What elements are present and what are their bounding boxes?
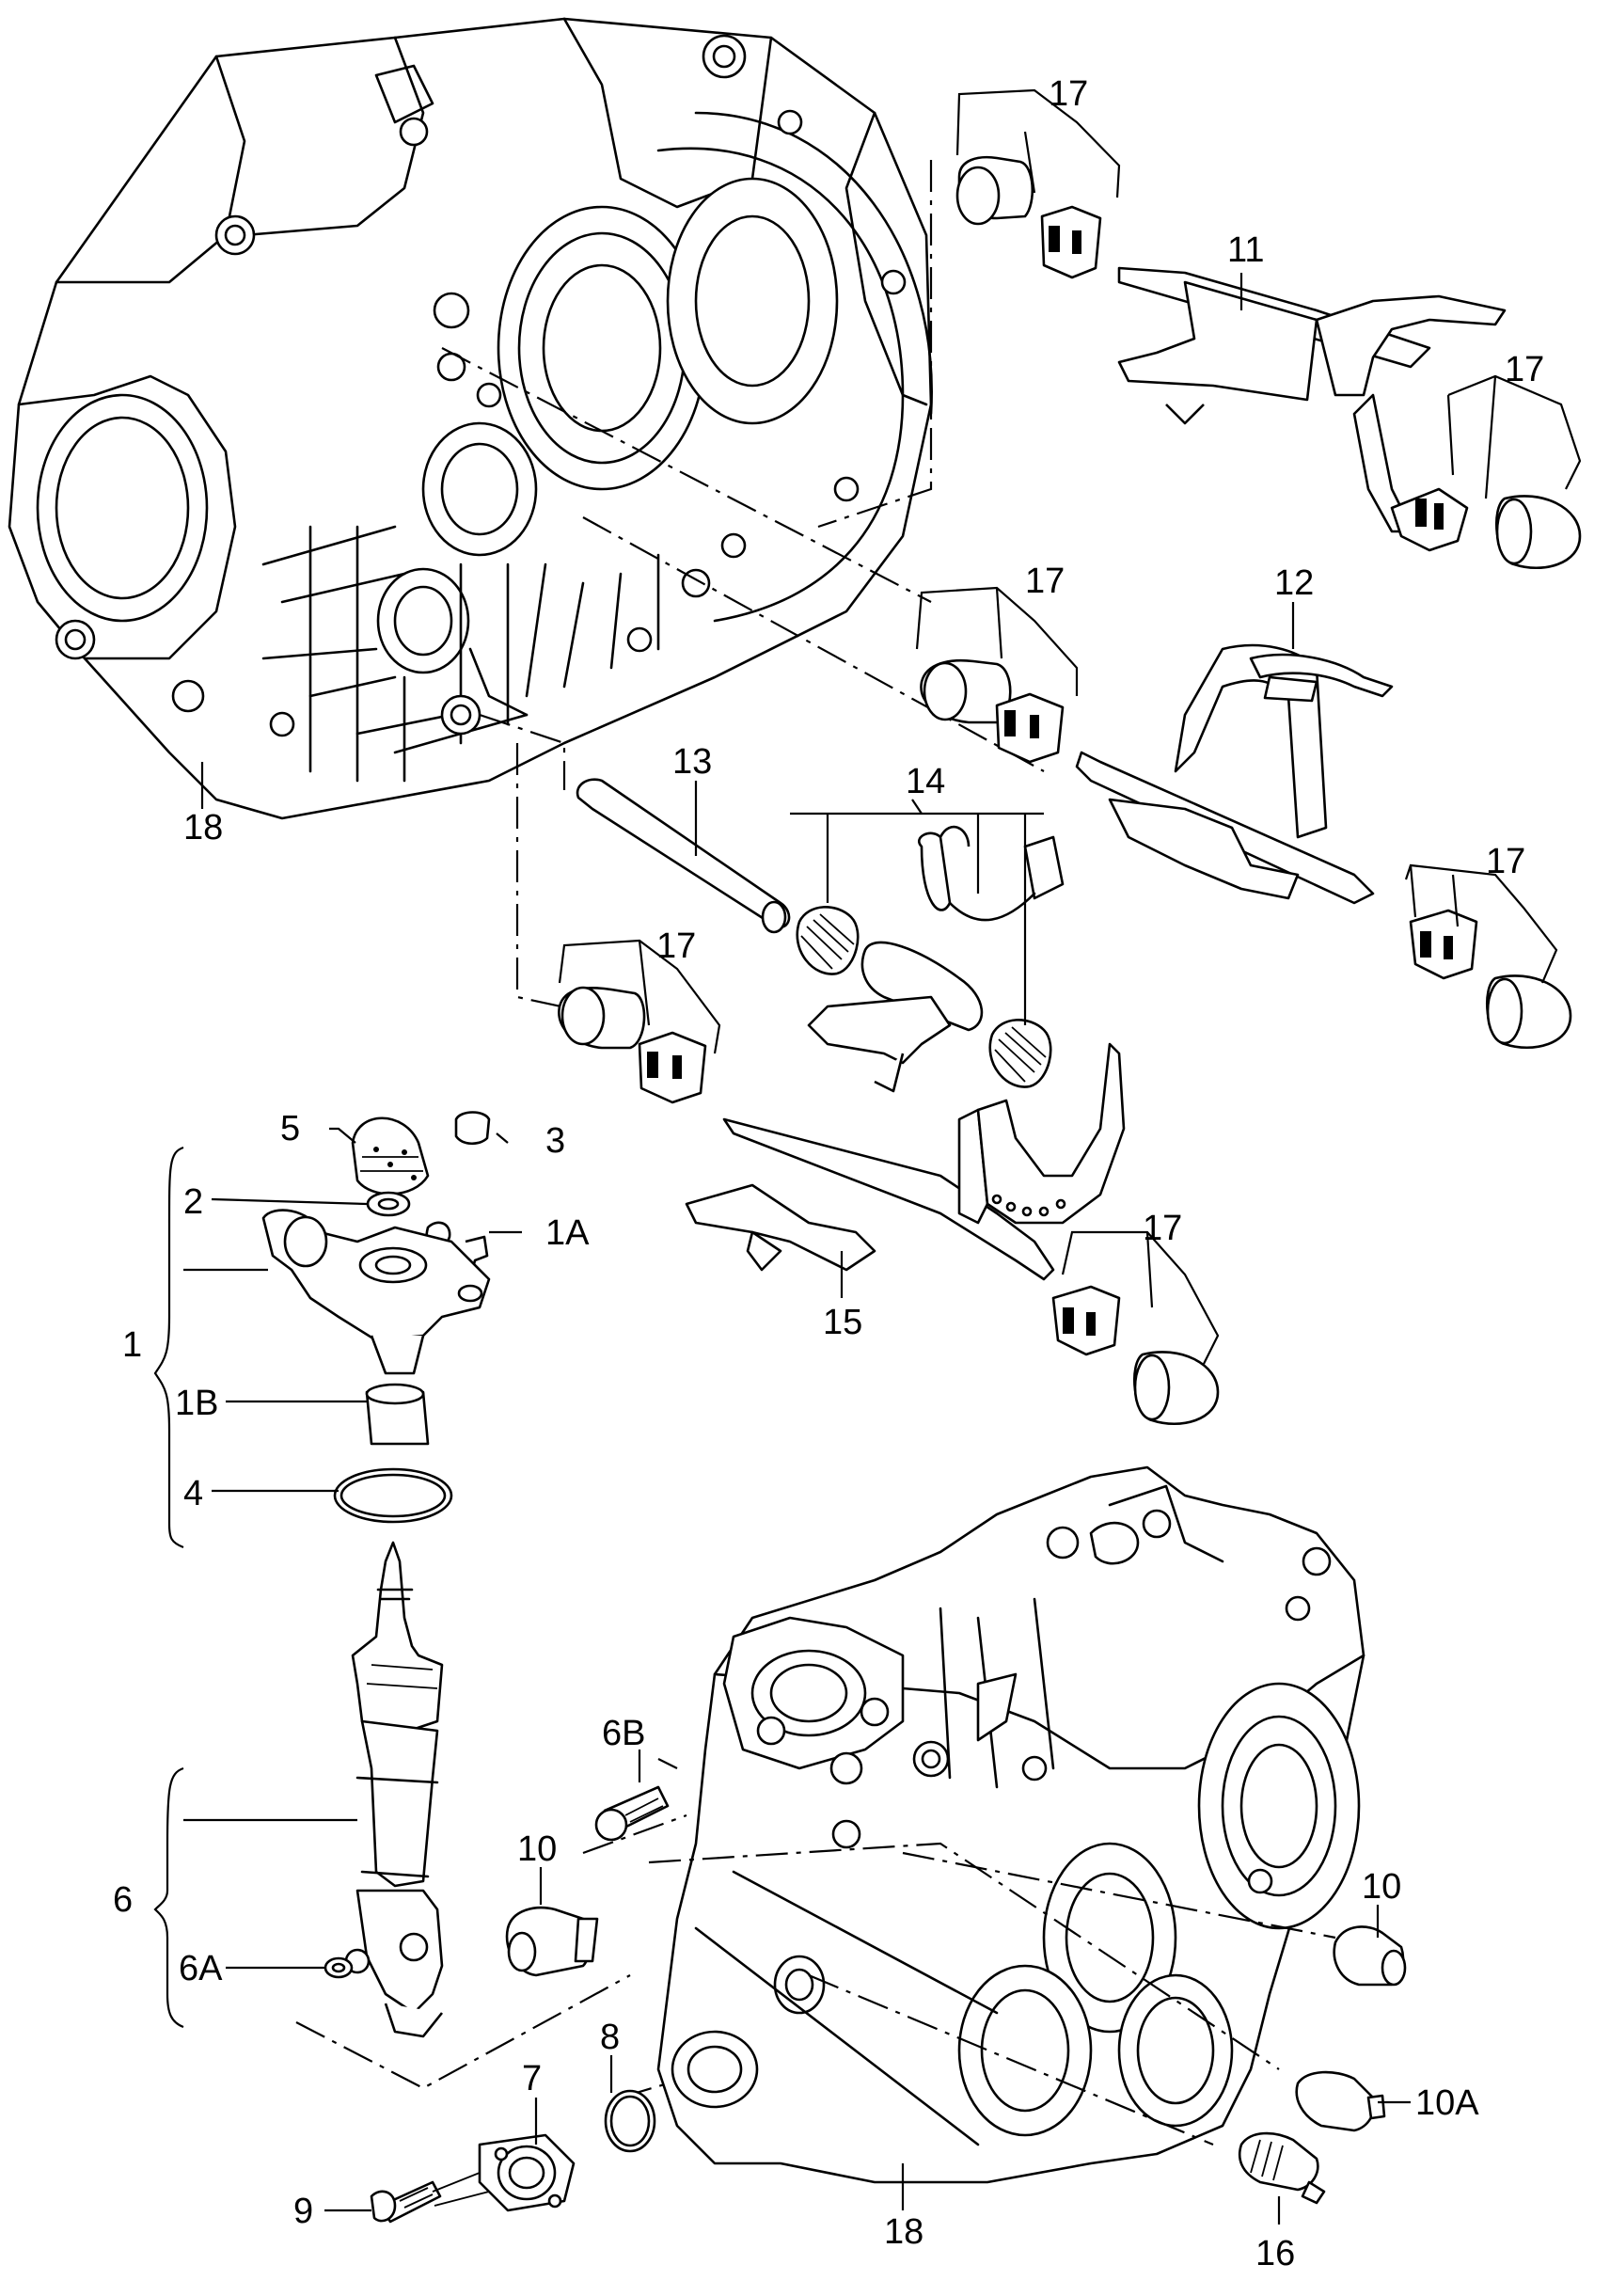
callout-18-top: 18 (183, 808, 223, 847)
lower-small-parts (370, 1785, 1407, 2224)
callout-5: 5 (280, 1109, 300, 1148)
selector-mechanism-stack (261, 1111, 491, 2038)
callout-14: 14 (906, 762, 945, 801)
upper-gearbox-housing (8, 17, 933, 820)
callout-7: 7 (522, 2059, 542, 2098)
callout-6A: 6A (179, 1949, 223, 1988)
callout-1A: 1A (545, 1213, 590, 1253)
callout-18-bottom: 18 (884, 2212, 923, 2252)
callout-17-d: 17 (1486, 842, 1525, 881)
callout-17-a: 17 (1049, 74, 1088, 114)
callout-9: 9 (293, 2192, 313, 2231)
callout-3: 3 (545, 1121, 565, 1161)
shift-rail-15-assembly (558, 986, 1220, 1426)
alignment-line-6 (295, 1974, 631, 2090)
shift-fork-11-assembly (955, 155, 1582, 570)
callout-labels: 17 11 17 17 12 13 14 18 17 17 5 3 2 1A 1… (113, 74, 1544, 2273)
callout-17-c: 17 (1025, 562, 1065, 601)
callout-10A: 10A (1415, 2083, 1479, 2123)
alignment-lines-lower (582, 1758, 1336, 2146)
callout-11: 11 (1227, 230, 1264, 270)
shaft-13-fork-14 (576, 778, 1065, 1093)
callout-4: 4 (183, 1474, 203, 1513)
callout-17-f: 17 (1143, 1209, 1182, 1248)
callout-1: 1 (122, 1325, 142, 1365)
callout-1B: 1B (175, 1384, 218, 1423)
leader-lines (153, 88, 1582, 2225)
callout-8: 8 (600, 2018, 620, 2057)
shift-fork-12-assembly (920, 643, 1572, 1050)
callout-13: 13 (672, 742, 712, 782)
lower-gearbox-housing (656, 1465, 1365, 2184)
callout-10-left: 10 (517, 1829, 557, 1869)
callout-15: 15 (823, 1303, 862, 1342)
callout-10-right: 10 (1362, 1867, 1401, 1907)
callout-17-b: 17 (1505, 350, 1544, 389)
callout-6B: 6B (602, 1714, 645, 1753)
callout-6: 6 (113, 1880, 133, 1920)
callout-12: 12 (1274, 563, 1314, 603)
callout-16: 16 (1255, 2234, 1295, 2273)
callout-17-e: 17 (656, 926, 696, 966)
callout-2: 2 (183, 1182, 203, 1222)
